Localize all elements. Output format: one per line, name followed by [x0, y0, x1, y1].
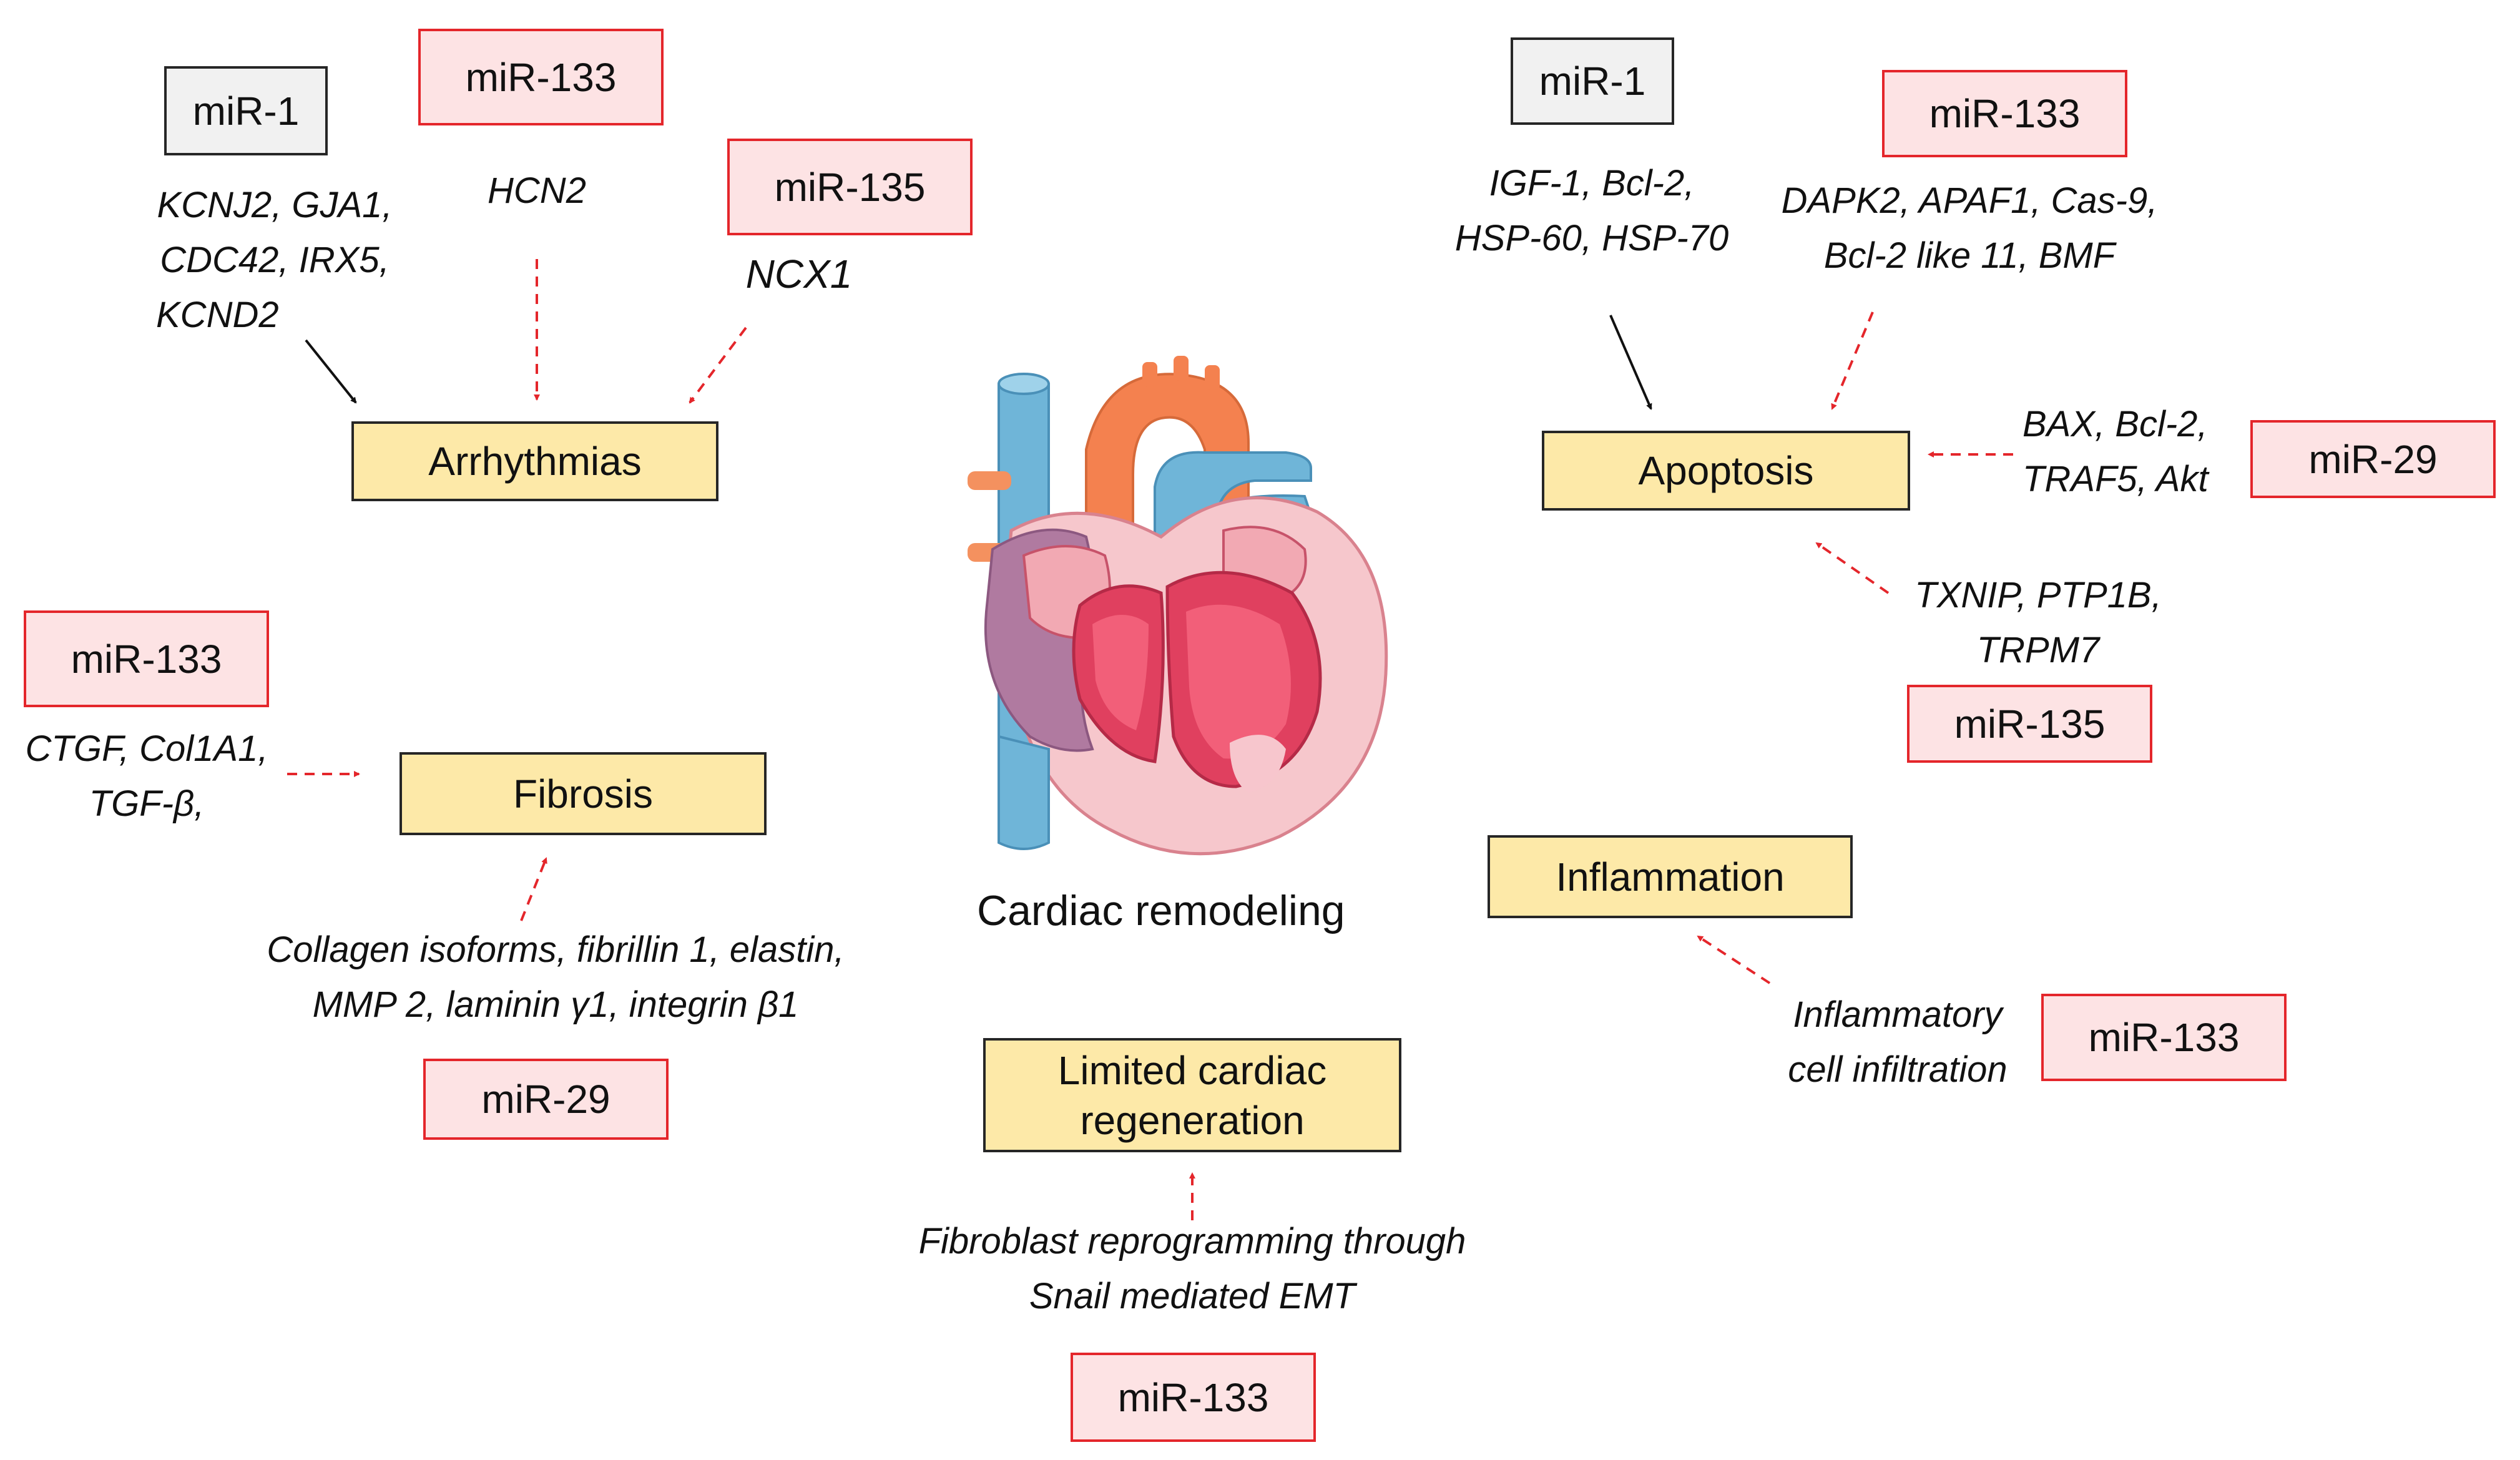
target-line: IGF-1, Bcl-2,	[1489, 163, 1695, 203]
diagram-caption: Cardiac remodeling	[977, 887, 1345, 934]
outcome-inflammation-label: Inflammation	[1556, 854, 1785, 899]
fib-mir133-targets: CTGF, Col1A1, TGF-β,	[12, 722, 281, 831]
fib-mir29-targets: Collagen isoforms, fibrillin 1, elastin,…	[212, 923, 899, 1032]
arr-mir135-label: miR-135	[774, 164, 926, 210]
target-line: KCND2	[156, 295, 279, 335]
target-line: TRPM7	[1976, 630, 2100, 670]
arr-mir1-box: miR-1	[164, 66, 328, 155]
outcome-fibrosis-label: Fibrosis	[512, 771, 654, 816]
arr-mir133-targets: HCN2	[474, 164, 599, 218]
apo-mir29-targets: BAX, Bcl-2, TRAF5, Akt	[2022, 397, 2235, 507]
outcome-arrhythmias-label: Arrhythmias	[428, 439, 642, 484]
arrow-fib-mir29	[520, 857, 547, 921]
inf-mir133-targets: Inflammatory cell infiltration	[1748, 987, 2047, 1097]
target-line: Fibroblast reprogramming through	[918, 1221, 1466, 1262]
fib-mir133-box: miR-133	[24, 610, 269, 707]
outcome-apoptosis: Apoptosis	[1542, 431, 1910, 511]
target-line: MMP 2, laminin γ1, integrin β1	[312, 984, 799, 1025]
fib-mir29-label: miR-29	[481, 1077, 610, 1122]
target-line: Bcl-2 like 11, BMF	[1823, 235, 2116, 276]
inf-mir133-box: miR-133	[2041, 994, 2287, 1081]
arrow-arr-mir1	[305, 339, 357, 404]
target-line: HCN2	[488, 170, 586, 211]
arr-mir1-label: miR-1	[192, 88, 300, 134]
outcome-apoptosis-label: Apoptosis	[1638, 448, 1814, 493]
target-line: TXNIP, PTP1B,	[1915, 575, 2162, 615]
heart-illustration-icon	[968, 356, 1388, 856]
arrow-apo-mir1	[1609, 315, 1652, 410]
apo-mir135-targets: TXNIP, PTP1B, TRPM7	[1898, 568, 2179, 678]
apo-mir1-box: miR-1	[1511, 37, 1674, 125]
target-line: Snail mediated EMT	[1029, 1276, 1356, 1316]
arr-mir133-box: miR-133	[418, 29, 664, 125]
target-line: KCNJ2, GJA1,	[157, 185, 393, 225]
target-line: HSP-60, HSP-70	[1454, 218, 1729, 258]
reg-mir133-box: miR-133	[1071, 1353, 1316, 1442]
target-line: Collagen isoforms, fibrillin 1, elastin,	[267, 929, 845, 970]
outcome-inflammation: Inflammation	[1488, 835, 1853, 918]
apo-mir135-label: miR-135	[1954, 701, 2106, 747]
target-line: TGF-β,	[89, 783, 205, 824]
inf-mir133-label: miR-133	[2088, 1015, 2240, 1060]
arr-mir135-targets: NCX1	[724, 247, 874, 301]
reg-mir133-label: miR-133	[1117, 1374, 1269, 1420]
outcome-regeneration: Limited cardiac regeneration	[983, 1038, 1401, 1152]
arr-mir133-label: miR-133	[465, 54, 617, 100]
apo-mir1-label: miR-1	[1539, 59, 1646, 104]
target-line: Inflammatory	[1793, 994, 2003, 1035]
target-line: cell infiltration	[1788, 1049, 2008, 1090]
outcome-regeneration-line2: regeneration	[1080, 1097, 1305, 1143]
target-line: NCX1	[745, 252, 853, 296]
arrow-inf-mir133	[1697, 935, 1771, 984]
target-line: CDC42, IRX5,	[160, 240, 390, 280]
target-line: BAX, Bcl-2,	[2022, 404, 2208, 444]
arr-mir1-targets: KCNJ2, GJA1, CDC42, IRX5, KCND2	[144, 178, 406, 343]
apo-mir133-label: miR-133	[1929, 91, 2081, 136]
apo-mir1-targets: IGF-1, Bcl-2, HSP-60, HSP-70	[1436, 156, 1748, 266]
fib-mir133-label: miR-133	[71, 636, 222, 682]
outcome-arrhythmias: Arrhythmias	[351, 421, 718, 501]
arrow-apo-mir135	[1815, 542, 1890, 594]
apo-mir135-box: miR-135	[1907, 685, 2152, 763]
target-line: DAPK2, APAF1, Cas-9,	[1781, 180, 2158, 221]
outcome-regeneration-line1: Limited cardiac	[1057, 1047, 1327, 1093]
outcome-fibrosis: Fibrosis	[400, 752, 767, 835]
arrow-apo-mir133	[1831, 311, 1874, 410]
target-line: CTGF, Col1A1,	[25, 728, 268, 769]
arr-mir135-box: miR-135	[727, 139, 973, 235]
apo-mir133-box: miR-133	[1882, 70, 2127, 157]
apo-mir133-targets: DAPK2, APAF1, Cas-9, Bcl-2 like 11, BMF	[1767, 174, 2172, 283]
fib-mir29-box: miR-29	[423, 1059, 669, 1140]
reg-mir133-targets: Fibroblast reprogramming through Snail m…	[849, 1214, 1536, 1324]
arrow-arr-mir135	[689, 326, 747, 404]
target-line: TRAF5, Akt	[2022, 459, 2209, 499]
apo-mir29-label: miR-29	[2308, 436, 2438, 482]
apo-mir29-box: miR-29	[2250, 420, 2496, 498]
